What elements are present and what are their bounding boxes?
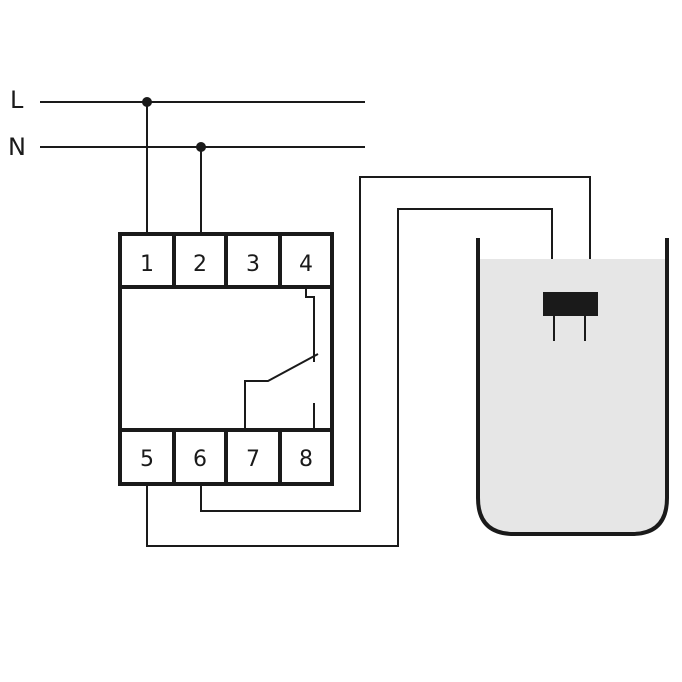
neutral-label: N <box>8 133 26 161</box>
liquid-fill <box>480 259 666 533</box>
terminal-4-label: 4 <box>299 252 313 277</box>
terminal-7-label: 7 <box>246 447 260 472</box>
terminal-1-label: 1 <box>140 252 154 277</box>
relay-module: 1 2 3 4 5 6 7 8 <box>118 232 334 486</box>
terminal-6-probe-wire <box>200 176 591 512</box>
liquid-tank <box>476 238 669 536</box>
line-label: L <box>10 86 24 114</box>
contact-7-blade <box>244 353 319 428</box>
terminal-6-label: 6 <box>193 447 207 472</box>
terminal-5-probe-wire <box>146 208 553 547</box>
terminal-3-label: 3 <box>246 252 260 277</box>
terminal-5-label: 5 <box>140 447 154 472</box>
level-probe <box>543 292 598 341</box>
probe-body <box>543 292 598 316</box>
terminal-8-label: 8 <box>299 447 313 472</box>
changeover-contact <box>244 289 319 428</box>
tank-wall <box>476 238 669 536</box>
terminal-2-label: 2 <box>193 252 207 277</box>
contact-4-lead <box>305 289 315 362</box>
